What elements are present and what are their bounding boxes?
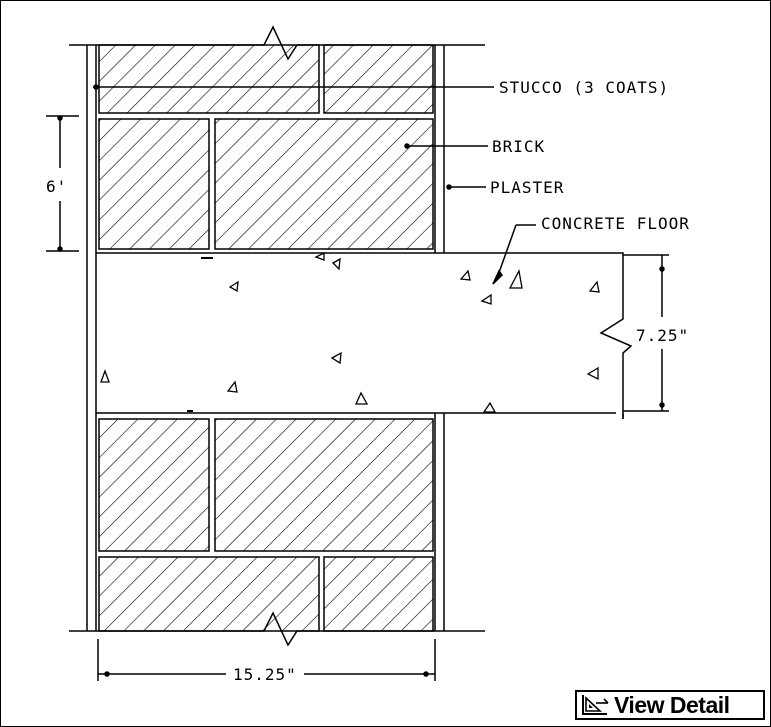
view-detail-button[interactable]: View Detail (575, 690, 765, 720)
dimension-label-course-height: 6' (46, 177, 67, 196)
slab-marks (187, 257, 213, 412)
concrete-floor-slab (95, 252, 633, 419)
wall-face-lines (86, 45, 445, 631)
drafting-triangle-icon (580, 693, 610, 717)
dimension-wall (97, 639, 436, 681)
brick-units (98, 44, 434, 632)
dimension-brick-course (46, 115, 79, 252)
label-concrete-floor: CONCRETE FLOOR (541, 214, 690, 233)
view-detail-label: View Detail (614, 691, 730, 718)
label-brick: BRICK (492, 137, 545, 156)
leader-lines (93, 84, 536, 285)
dimension-label-slab-thickness: 7.25" (636, 326, 689, 345)
label-plaster: PLASTER (490, 178, 564, 197)
label-stucco: STUCCO (3 COATS) (499, 78, 669, 97)
concrete-aggregate (100, 251, 600, 413)
dimension-slab (623, 254, 669, 412)
dimension-label-wall-thickness: 15.25" (233, 665, 297, 684)
